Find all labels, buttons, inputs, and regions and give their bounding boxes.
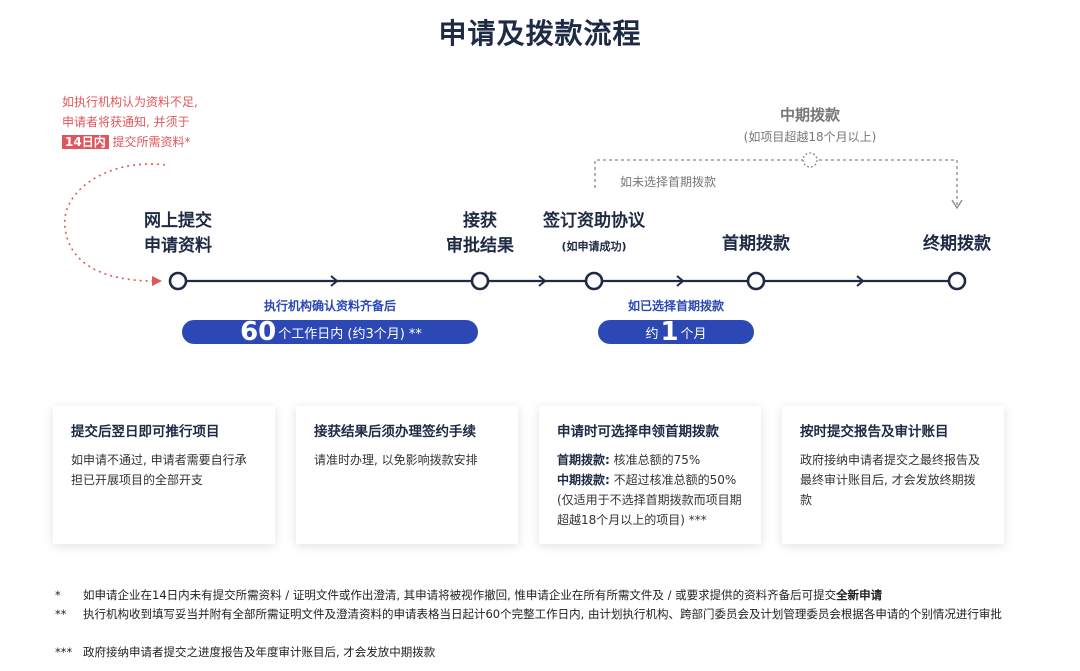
first-payment-period-prefix: 约 <box>645 326 659 342</box>
info-card-4-title: 按时提交报告及审计账目 <box>800 424 949 440</box>
stage-agreement-sub: (如申请成功) <box>561 240 627 253</box>
info-card-4: 按时提交报告及审计账目 政府接纳申请者提交之最终报告及最终审计账目后, 才会发放… <box>782 406 1004 544</box>
info-card-3-line-2: 中期拨款: 不超过核准总额的50% <box>557 470 743 490</box>
info-card-3-line-3: (仅适用于不选择首期拨款而项目期超越18个月以上的项目) *** <box>557 493 742 527</box>
info-card-4-body: 政府接纳申请者提交之最终报告及最终审计账目后, 才会发放终期拨款 <box>800 453 981 507</box>
stage-final-payment: 终期拨款 <box>923 234 991 254</box>
info-card-2: 接获结果后须办理签约手续 请准时办理, 以免影响拨款安排 <box>296 406 518 544</box>
review-period-text: 个工作日内 (约3个月) ** <box>278 326 422 342</box>
note-line-3: 14日内 提交所需资料* <box>62 132 198 152</box>
footnote-1-text: 如申请企业在14日内未有提交所需资料 / 证明文件或作出澄清, 其申请将被视作撤… <box>83 588 837 602</box>
timeline-arrow-1-head <box>330 275 339 287</box>
footnote-3-text: 政府接纳申请者提交之进度报告及年度审计账目后, 才会发放中期拨款 <box>83 645 436 659</box>
stage-result-line-2: 审批结果 <box>446 236 514 256</box>
note-line-2: 申请者将获通知, 并须于 <box>62 115 190 129</box>
footnote-2-text: 执行机构收到填写妥当并附有全部所需证明文件及澄清资料的申请表格当日起计60个完整… <box>83 607 1002 621</box>
footnote-3-mark: *** <box>55 645 73 659</box>
first-payment-label: 首期拨款: <box>557 453 610 467</box>
info-card-1-body: 如申请不通过, 申请者需要自行承担已开展项目的全部开支 <box>71 453 247 487</box>
footnote-2: ** 执行机构收到填写妥当并附有全部所需证明文件及澄清资料的申请表格当日起计60… <box>55 605 1002 623</box>
note-deadline-badge: 14日内 <box>62 135 109 149</box>
info-card-1: 提交后翌日即可推行项目 如申请不通过, 申请者需要自行承担已开展项目的全部开支 <box>53 406 275 544</box>
note-line-3-text: 提交所需资料* <box>108 135 191 149</box>
insufficient-info-note: 如执行机构认为资料不足, 申请者将获通知, 并须于 14日内 提交所需资料* <box>62 92 198 152</box>
first-payment-period-text: 个月 <box>680 326 707 342</box>
footnote-3: *** 政府接纳申请者提交之进度报告及年度审计账目后, 才会发放中期拨款 <box>55 643 435 661</box>
info-card-3-title: 申请时可选择申领首期拨款 <box>557 424 719 440</box>
timeline-arrow-3-head <box>676 275 685 287</box>
timeline-arrows <box>320 275 865 287</box>
stage-agreement: 签订资助协议 <box>543 211 645 231</box>
timeline-node-final-payment <box>947 271 967 291</box>
first-payment-period-number: 1 <box>660 317 679 347</box>
stage-submit-line-1: 网上提交 <box>144 211 212 231</box>
stage-submit: 网上提交 申请资料 <box>118 209 238 259</box>
timeline-node-submit <box>168 271 188 291</box>
info-card-2-body: 请准时办理, 以免影响拨款安排 <box>314 453 478 467</box>
timeline-node-result <box>470 271 490 291</box>
interim-dashed-arrowhead <box>951 199 963 210</box>
stage-first-payment: 首期拨款 <box>722 234 790 254</box>
timeline-node-agreement <box>584 271 604 291</box>
footnote-2-mark: ** <box>55 607 67 621</box>
interim-node <box>802 152 818 168</box>
interim-subtitle: (如项目超越18个月以上) <box>743 130 877 144</box>
resubmit-loop-arrowhead <box>152 276 162 286</box>
page-title: 申请及拨款流程 <box>438 17 642 50</box>
info-card-3-line-1: 首期拨款: 核准总额的75% <box>557 450 743 470</box>
stage-result-line-1: 接获 <box>463 211 497 231</box>
info-card-3: 申请时可选择申领首期拨款 首期拨款: 核准总额的75% 中期拨款: 不超过核准总… <box>539 406 761 544</box>
info-card-1-title: 提交后翌日即可推行项目 <box>71 424 220 440</box>
footnote-1-bold: 全新申请 <box>836 588 883 602</box>
timeline-arrow-4-head <box>856 275 865 287</box>
stage-submit-line-2: 申请资料 <box>144 236 212 256</box>
info-card-3-body: 首期拨款: 核准总额的75% 中期拨款: 不超过核准总额的50% (仅适用于不选… <box>557 450 743 530</box>
first-payment-text: 核准总额的75% <box>609 453 701 467</box>
stage-result: 接获 审批结果 <box>420 209 540 259</box>
interim-title: 中期拨款 <box>779 106 840 124</box>
review-period-label: 执行机构确认资料齐备后 <box>263 299 396 313</box>
interim-payment-text: 不超过核准总额的50% <box>609 473 737 487</box>
interim-path-label: 如未选择首期拨款 <box>620 175 717 189</box>
timeline-arrow-2-head <box>538 275 547 287</box>
footnote-1: * 如申请企业在14日内未有提交所需资料 / 证明文件或作出澄清, 其申请将被视… <box>55 586 882 604</box>
interim-payment-label: 中期拨款: <box>557 473 610 487</box>
review-period-pill: 60 个工作日内 (约3个月) ** <box>182 317 478 347</box>
footnote-1-mark: * <box>55 588 61 602</box>
review-period-number: 60 <box>240 317 277 347</box>
note-line-1: 如执行机构认为资料不足, <box>62 95 198 109</box>
info-card-2-title: 接获结果后须办理签约手续 <box>314 424 476 440</box>
first-payment-period-label: 如已选择首期拨款 <box>627 299 724 313</box>
timeline-node-first-payment <box>746 271 766 291</box>
first-payment-period-pill: 约 1 个月 <box>598 317 754 347</box>
